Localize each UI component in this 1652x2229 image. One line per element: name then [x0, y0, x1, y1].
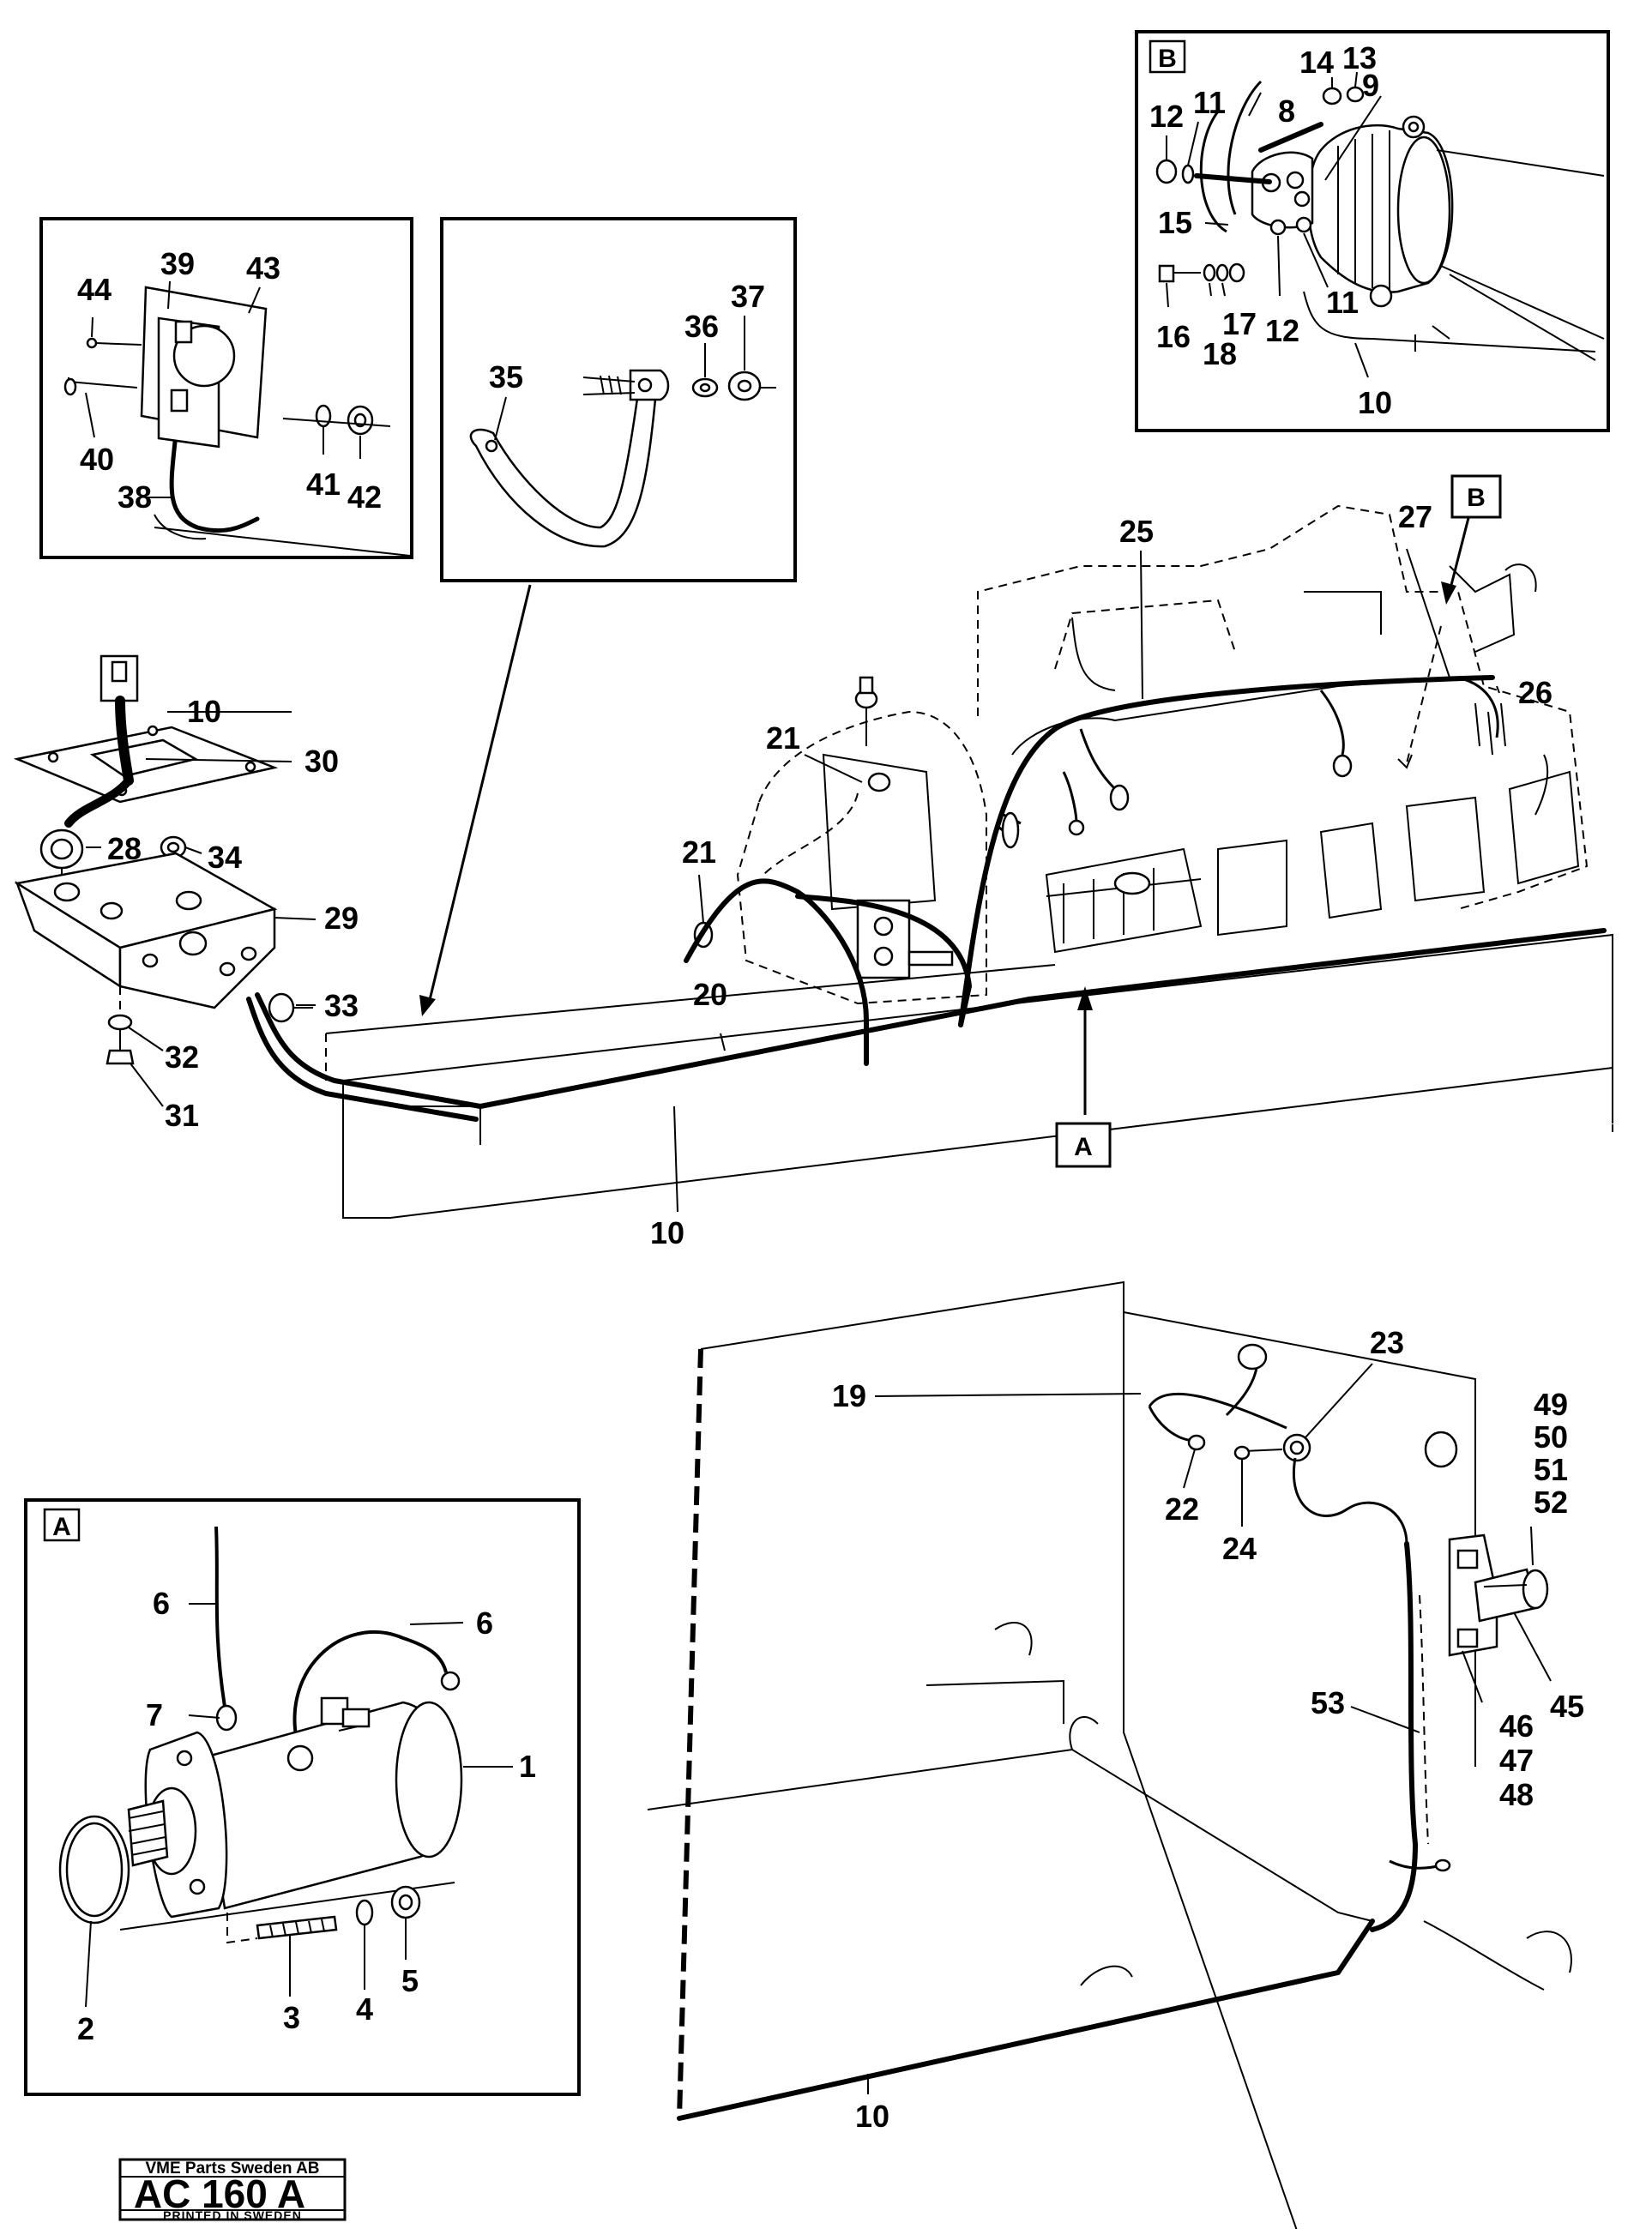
- callout-3: 3: [283, 2000, 300, 2035]
- detail-view-a: A: [24, 1498, 581, 2096]
- harness-wire-20: [684, 878, 869, 1023]
- detail-strap-inset: [440, 217, 797, 582]
- callout-labels: 44 39 43 40 38 41 42 35 36 37 14 13 9 8 …: [77, 40, 1584, 2134]
- callout-42: 42: [347, 479, 382, 515]
- callout-43: 43: [246, 250, 280, 286]
- callout-25: 25: [1119, 514, 1154, 549]
- title-stamp: VME Parts Sweden AB AC 160 A PRINTED IN …: [118, 2158, 347, 2222]
- pointer-b-letter: B: [1467, 484, 1486, 512]
- detail-view-b: B: [1135, 30, 1610, 432]
- ground-strap: [469, 384, 658, 548]
- callout-46: 46: [1499, 1708, 1534, 1744]
- harness-wire-25: [958, 675, 1495, 1027]
- callout-38: 38: [118, 479, 152, 515]
- callout-44: 44: [77, 272, 112, 307]
- main-harness-10: [255, 928, 1607, 1109]
- callout-53: 53: [1311, 1685, 1345, 1720]
- callout-22: 22: [1165, 1491, 1199, 1527]
- detail-switch-inset: [39, 217, 413, 559]
- callout-6-left: 6: [153, 1586, 170, 1621]
- callout-21-upper: 21: [766, 720, 800, 756]
- relay-box-group: [13, 654, 313, 1065]
- callout-21-lower: 21: [682, 834, 716, 870]
- callout-37: 37: [731, 279, 765, 314]
- callout-39: 39: [160, 246, 195, 281]
- callout-18: 18: [1203, 336, 1237, 371]
- callout-47: 47: [1499, 1743, 1534, 1778]
- battery-box: [647, 1280, 1572, 2229]
- callout-12-bottom: 12: [1265, 313, 1299, 348]
- callout-24: 24: [1222, 1531, 1257, 1566]
- pointer-b: B: [1450, 474, 1502, 519]
- callout-35: 35: [489, 359, 523, 395]
- callout-6-right: 6: [476, 1605, 493, 1641]
- callout-50: 50: [1534, 1419, 1568, 1455]
- callout-7: 7: [146, 1697, 163, 1732]
- callout-32: 32: [165, 1039, 199, 1075]
- callout-40: 40: [80, 442, 114, 477]
- callout-10-detail-b: 10: [1358, 385, 1392, 420]
- stamp-code: AC 160 A: [134, 2172, 305, 2216]
- callout-16: 16: [1156, 319, 1191, 354]
- leader-lines: [85, 71, 1552, 2094]
- callout-31: 31: [165, 1098, 199, 1133]
- callout-4: 4: [356, 1991, 373, 2027]
- callout-12-top: 12: [1149, 99, 1184, 134]
- callout-33: 33: [324, 988, 359, 1023]
- callout-10-plug: 10: [187, 694, 221, 729]
- callout-2: 2: [77, 2011, 94, 2046]
- callout-34: 34: [208, 840, 242, 875]
- transmission: [736, 710, 987, 1005]
- callout-49: 49: [1534, 1387, 1568, 1422]
- starter-cable-6a: [214, 1526, 226, 1708]
- engine-assembly: [325, 504, 1613, 1219]
- callout-5: 5: [401, 1963, 419, 1998]
- callout-1: 1: [519, 1749, 536, 1784]
- cable-53: [1370, 1541, 1418, 1932]
- callout-52: 52: [1534, 1485, 1568, 1520]
- callout-51: 51: [1534, 1452, 1568, 1487]
- callout-9: 9: [1362, 68, 1379, 103]
- floor-harness-10: [677, 1919, 1375, 2121]
- callout-20: 20: [693, 977, 727, 1012]
- detail-a-letter: A: [52, 1513, 71, 1541]
- callout-30: 30: [304, 744, 339, 779]
- stamp-printed: PRINTED IN SWEDEN: [163, 2208, 302, 2222]
- pointer-a: A: [1055, 1122, 1112, 1168]
- stamp-company: VME Parts Sweden AB: [145, 2160, 319, 2178]
- callout-27: 27: [1398, 499, 1432, 534]
- callout-8: 8: [1278, 93, 1295, 129]
- callout-28: 28: [107, 831, 142, 866]
- frame-rail: [342, 933, 1613, 1219]
- starter-cable-6b: [292, 1630, 448, 1755]
- callout-11-bottom: 11: [1326, 285, 1359, 320]
- callout-23: 23: [1370, 1325, 1404, 1360]
- callout-19: 19: [832, 1378, 866, 1413]
- callout-11-top: 11: [1193, 85, 1226, 120]
- engine-block: [977, 504, 1589, 910]
- detail-b-letter: B: [1158, 45, 1177, 73]
- callout-15: 15: [1158, 205, 1192, 240]
- callout-17: 17: [1222, 306, 1257, 341]
- callout-26: 26: [1518, 675, 1553, 710]
- callout-14: 14: [1299, 45, 1334, 80]
- callout-45: 45: [1550, 1689, 1584, 1724]
- callout-41: 41: [306, 467, 341, 502]
- callout-10-main: 10: [650, 1215, 684, 1250]
- callout-13: 13: [1342, 40, 1377, 75]
- callout-29: 29: [324, 901, 359, 936]
- callout-10-floor: 10: [855, 2099, 889, 2134]
- pointer-a-letter: A: [1074, 1133, 1093, 1161]
- callout-36: 36: [684, 309, 719, 344]
- callout-48: 48: [1499, 1777, 1534, 1812]
